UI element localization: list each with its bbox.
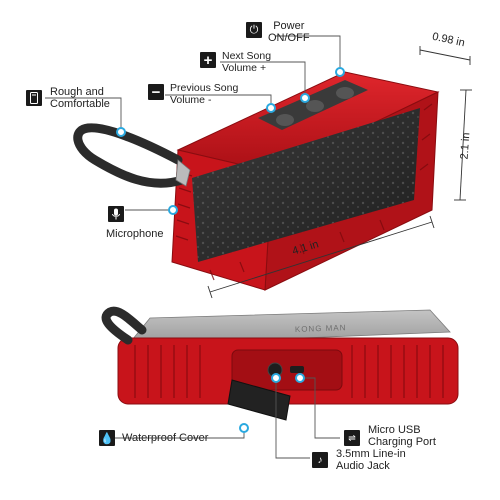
usb-port[interactable] <box>290 366 304 373</box>
rough-label: Rough and Comfortable <box>50 86 110 110</box>
phone-grip-icon <box>26 90 42 106</box>
jack-line1: 3.5mm Line-in <box>336 448 406 460</box>
brand-text: KONG MAN <box>295 323 347 334</box>
jack-line2: Audio Jack <box>336 460 390 472</box>
rough-line2: Comfortable <box>50 98 110 110</box>
usb-line1: Micro USB <box>368 424 421 436</box>
port-recess <box>231 349 343 391</box>
speaker-front-view <box>73 71 440 291</box>
prev-song-line1: Previous Song <box>170 82 239 94</box>
usb-line2: Charging Port <box>368 436 436 448</box>
waterproof-cover-flap[interactable] <box>227 379 291 421</box>
height-dimension: 2.1 in <box>458 132 473 160</box>
power-label-line2: ON/OFF <box>268 32 310 44</box>
plus-icon: + <box>200 52 216 69</box>
power-icon: ⏻ <box>246 22 262 38</box>
prev-song-line2: Volume - <box>170 94 212 106</box>
microphone-label: Microphone <box>106 228 164 240</box>
water-drop-icon: 💧 <box>99 430 115 446</box>
microphone-icon <box>108 206 124 222</box>
prev-button[interactable] <box>276 114 294 126</box>
leader-lines <box>45 35 341 459</box>
next-song-line1: Next Song <box>222 50 272 62</box>
speaker-side-view <box>101 306 459 421</box>
jack-label: 3.5mm Line-in Audio Jack <box>336 448 406 472</box>
callout-dots <box>116 67 345 433</box>
usb-icon: ⇌ <box>344 430 360 446</box>
strap-clip <box>175 159 191 187</box>
power-label: Power ON/OFF <box>268 20 310 44</box>
prev-song-label: Previous Song Volume - <box>170 82 238 106</box>
next-button[interactable] <box>306 100 324 112</box>
audio-jack-icon: ♪ <box>312 452 328 468</box>
carry-strap <box>73 123 187 188</box>
metal-plate <box>127 309 451 346</box>
power-button[interactable] <box>336 87 354 99</box>
dimension-lines <box>207 46 472 299</box>
next-song-label: Next Song Volume + <box>222 50 271 74</box>
power-label-line1: Power <box>273 20 305 32</box>
rough-line1: Rough and <box>50 86 104 98</box>
side-strap <box>101 306 147 345</box>
minus-icon: − <box>148 84 164 101</box>
waterproof-label: Waterproof Cover <box>122 432 209 444</box>
next-song-line2: Volume + <box>222 62 267 74</box>
usb-label: Micro USB Charging Port <box>368 424 436 448</box>
